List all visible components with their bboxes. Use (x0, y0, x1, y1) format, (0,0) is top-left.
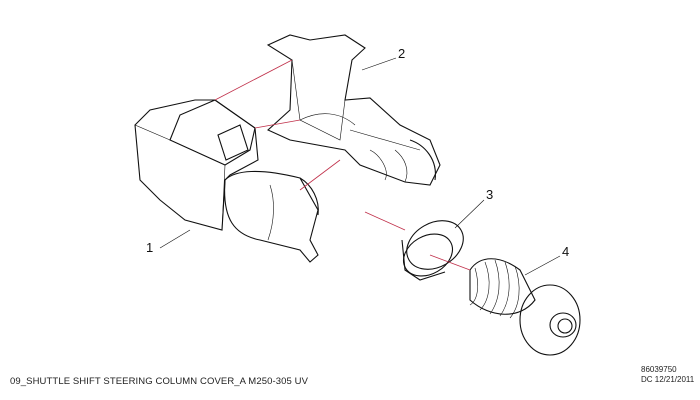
part-4-bellows (469, 258, 581, 356)
part-number: 86039750 (641, 365, 677, 374)
alignment-lines (214, 59, 471, 271)
callout-3: 3 (486, 187, 494, 202)
date-code: DC 12/21/2011 (641, 375, 695, 384)
part-3-ring (401, 220, 464, 281)
part-2-upper-cover (266, 34, 441, 186)
diagram-metadata: 86039750 DC 12/21/2011 (641, 365, 694, 385)
callout-1: 1 (146, 240, 154, 255)
diagram-caption: 09_SHUTTLE SHIFT STEERING COLUMN COVER_A… (10, 376, 309, 387)
callout-4: 4 (562, 244, 570, 259)
leader-lines (159, 57, 561, 276)
part-1-lower-cover (134, 99, 319, 263)
callout-2: 2 (398, 46, 406, 61)
